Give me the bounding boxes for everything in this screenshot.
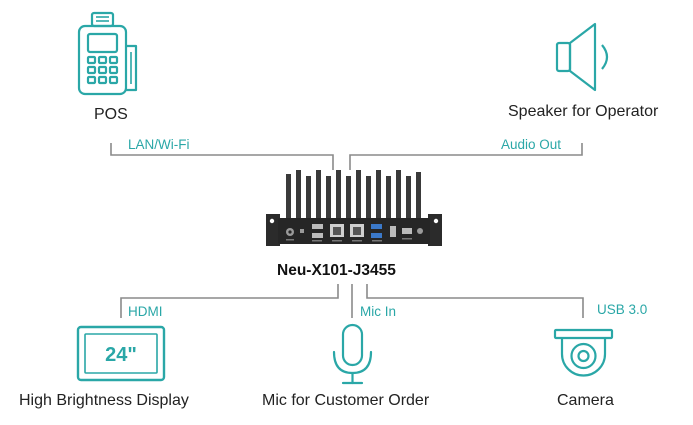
display-label: High Brightness Display — [19, 392, 189, 409]
pos-label: POS — [94, 106, 128, 123]
speaker-connection-label: Audio Out — [501, 137, 562, 152]
connector-camera — [366, 284, 584, 318]
display-icon: 24" — [76, 325, 166, 382]
speaker-icon — [555, 22, 609, 92]
display-size-text: 24" — [105, 344, 137, 366]
connector-display — [120, 284, 339, 318]
camera-connection-label: USB 3.0 — [597, 302, 648, 317]
pos-connection-label: LAN/Wi-Fi — [128, 137, 190, 152]
center-device-name: Neu-X101-J3455 — [277, 262, 396, 279]
mini-pc-icon — [266, 170, 442, 246]
mic-connection-label: Mic In — [360, 304, 397, 319]
camera-label: Camera — [557, 392, 614, 409]
microphone-icon — [332, 323, 373, 385]
display-connection-label: HDMI — [128, 304, 163, 319]
speaker-label: Speaker for Operator — [508, 103, 659, 120]
pos-terminal-icon — [77, 11, 138, 96]
mic-label: Mic for Customer Order — [262, 392, 430, 409]
connector-speaker — [349, 143, 583, 170]
camera-icon — [553, 328, 614, 377]
connector-pos — [110, 143, 334, 170]
